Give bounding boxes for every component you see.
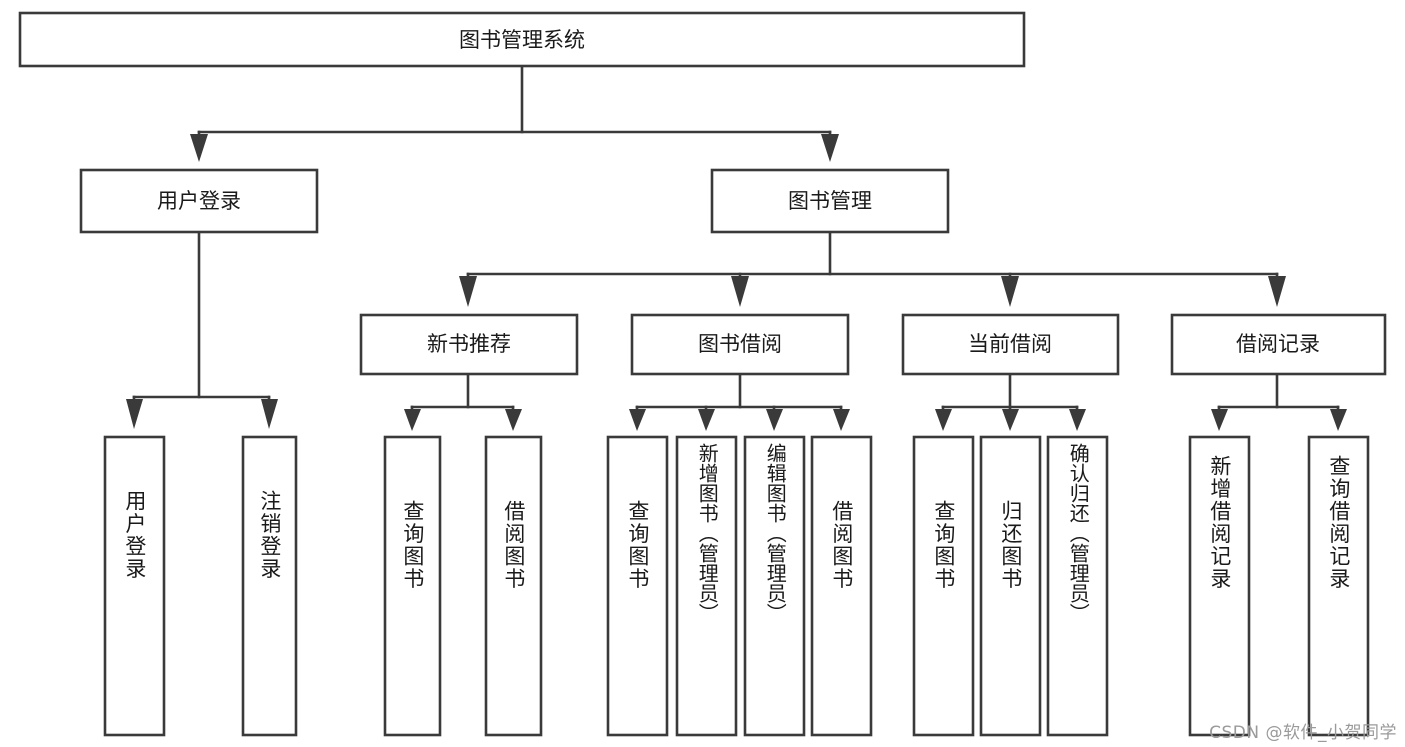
arrow-head-to-leaf-query-borrow-record — [1330, 409, 1347, 431]
arrow-head-to-leaf-query-book-nb — [404, 409, 421, 431]
arrow-head-to-book-mgmt — [821, 134, 839, 162]
node-borrow-record[interactable]: 借阅记录 — [1170, 313, 1387, 376]
edge-group-borrowrecord-to-leaves — [1211, 372, 1347, 431]
node-user-login-box[interactable] — [79, 168, 319, 234]
leaf-box-add-book[interactable] — [675, 435, 738, 737]
edge-group-currentborrow-to-leaves — [935, 372, 1086, 431]
node-new-book-recommend[interactable]: 新书推荐 — [359, 313, 579, 376]
arrow-head-to-user-login — [190, 134, 208, 162]
leaf-box-query-borrow-record[interactable] — [1307, 435, 1370, 737]
node-new-book-recommend-label: 新书推荐 — [427, 332, 511, 356]
leaf-box-user-login[interactable] — [103, 435, 166, 737]
arrow-head-to-borrow-record — [1268, 276, 1286, 307]
node-user-login-label: 用户登录 — [157, 189, 241, 213]
edge-group-userlogin-to-leaves — [126, 230, 278, 429]
edge-group-bookborrow-to-leaves — [629, 372, 850, 431]
arrow-head-to-new-book-rec — [459, 276, 477, 307]
node-book-management-box[interactable] — [710, 168, 950, 234]
arrow-head-to-book-borrow — [731, 276, 749, 307]
leaf-box-borrow-book-nb[interactable] — [484, 435, 543, 737]
node-root-box[interactable] — [18, 11, 1026, 68]
node-new-book-recommend-box[interactable] — [359, 313, 579, 376]
arrow-head-to-leaf-add-book — [698, 409, 715, 431]
arrow-head-to-leaf-query-book-bb — [629, 409, 646, 431]
edge-group-root-to-level1 — [190, 64, 839, 162]
arrow-head-to-leaf-return-book — [1002, 409, 1019, 431]
arrow-head-to-current-borrow — [1001, 276, 1019, 307]
node-current-borrow[interactable]: 当前借阅 — [901, 313, 1120, 376]
arrow-head-to-leaf-borrow-book-nb — [505, 409, 522, 431]
node-book-borrow-label: 图书借阅 — [698, 332, 782, 356]
arrow-head-to-leaf-query-book-cb — [935, 409, 952, 431]
leaf-box-query-book-cb[interactable] — [912, 435, 975, 737]
leaf-box-confirm-return[interactable] — [1046, 435, 1109, 737]
csdn-watermark: CSDN @软件_小贺同学 — [1209, 723, 1397, 743]
node-book-management[interactable]: 图书管理 — [710, 168, 950, 234]
leaf-box-query-book-nb[interactable] — [383, 435, 442, 737]
node-root-label: 图书管理系统 — [459, 28, 585, 52]
arrow-head-to-leaf-add-borrow-record — [1211, 409, 1228, 431]
edge-group-newbook-to-leaves — [404, 372, 522, 431]
leaf-box-edit-book[interactable] — [743, 435, 806, 737]
node-current-borrow-box[interactable] — [901, 313, 1120, 376]
edge-group-bookmgmt-to-level2 — [459, 230, 1286, 307]
arrow-head-to-leaf-user-login — [126, 399, 143, 429]
node-root-book-management-system[interactable]: 图书管理系统 — [18, 11, 1026, 68]
arrow-head-to-leaf-logout — [261, 399, 278, 429]
node-current-borrow-label: 当前借阅 — [968, 332, 1052, 356]
node-book-borrow-box[interactable] — [630, 313, 850, 376]
node-user-login[interactable]: 用户登录 — [79, 168, 319, 234]
arrow-head-to-leaf-borrow-book-bb — [833, 409, 850, 431]
node-book-management-label: 图书管理 — [788, 189, 872, 213]
leaf-box-query-book-bb[interactable] — [606, 435, 669, 737]
leaf-box-add-borrow-record[interactable] — [1188, 435, 1251, 737]
leaf-box-return-book[interactable] — [979, 435, 1042, 737]
node-book-borrow[interactable]: 图书借阅 — [630, 313, 850, 376]
leaf-box-borrow-book-bb[interactable] — [810, 435, 873, 737]
arrow-head-to-leaf-edit-book — [766, 409, 783, 431]
node-borrow-record-box[interactable] — [1170, 313, 1387, 376]
leaf-box-logout[interactable] — [241, 435, 298, 737]
arrow-head-to-leaf-confirm-return — [1069, 409, 1086, 431]
node-borrow-record-label: 借阅记录 — [1236, 332, 1320, 356]
